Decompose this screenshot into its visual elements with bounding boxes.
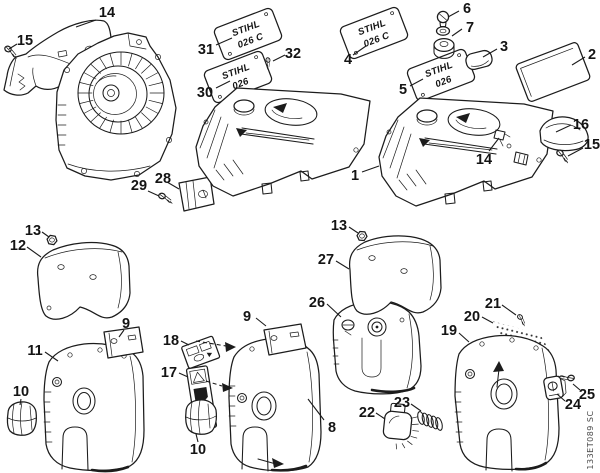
- screw-21-drawing: [514, 313, 529, 327]
- callout-14-top: 14: [99, 5, 115, 21]
- bracket-9-left-details: [108, 332, 137, 357]
- install-arrows-dashed: [195, 340, 236, 392]
- sticker-5-drawing: STIHL 026: [406, 48, 476, 102]
- callout-17: 17: [161, 365, 177, 381]
- callout-29: 29: [131, 178, 147, 194]
- callout-3: 3: [500, 39, 508, 55]
- callout-27: 27: [318, 252, 334, 268]
- cover-12-details: [44, 248, 123, 311]
- twist-lock-22-drawing: [382, 402, 419, 450]
- fan-housing-drawing: [55, 32, 177, 181]
- sticker-31-drawing: STIHL 026 C: [213, 7, 283, 61]
- callout-23: 23: [394, 395, 410, 411]
- callout-19: 19: [441, 323, 457, 339]
- callout-10-mid: 10: [190, 442, 206, 458]
- lower-cover-middle-right-drawing: [332, 300, 422, 395]
- callout-15-right: 15: [584, 137, 600, 153]
- callout-14-right: 14: [476, 152, 492, 168]
- callout-5: 5: [399, 82, 407, 98]
- latch-24-drawing: [543, 375, 567, 401]
- callout-leader-lines: [8, 10, 586, 443]
- callout-18: 18: [163, 333, 179, 349]
- info-label-18-details: [185, 340, 213, 362]
- grommet-7-drawing: [433, 26, 455, 59]
- callout-15-top: 15: [17, 33, 33, 49]
- shroud-middle-details: [199, 98, 359, 195]
- bracket-9-mid-drawing: [263, 323, 307, 356]
- shroud-middle-drawing: [195, 87, 371, 197]
- latch-26-drawing: [341, 319, 355, 336]
- callout-16: 16: [573, 117, 589, 133]
- callout-22: 22: [359, 405, 375, 421]
- callout-1: 1: [351, 168, 359, 184]
- cover-27-details: [356, 241, 434, 301]
- callout-24: 24: [565, 397, 581, 413]
- callout-20: 20: [464, 309, 480, 325]
- direction-arrow-cover-19: [493, 361, 504, 388]
- callout-13-mid: 13: [331, 218, 347, 234]
- cover-19-drawing: [454, 334, 560, 472]
- callout-31: 31: [198, 42, 214, 58]
- screw-6-drawing: [436, 10, 450, 28]
- callout-30: 30: [197, 85, 213, 101]
- cover-27-drawing: [348, 235, 442, 315]
- shroud-right-drawing: [378, 97, 554, 207]
- screw-29-drawing: [157, 192, 175, 204]
- callout-10-left: 10: [13, 384, 29, 400]
- direction-arrow-cover-8: [257, 458, 284, 468]
- callout-21: 21: [485, 296, 501, 312]
- shroud-right-details: [382, 108, 542, 205]
- cover-8-drawing: [228, 337, 322, 472]
- callout-4: 4: [344, 52, 352, 68]
- callout-9-mid: 9: [243, 309, 251, 325]
- callout-2: 2: [588, 47, 596, 63]
- sticker-4-drawing: STIHL 026 C: [339, 6, 409, 60]
- callout-26: 26: [309, 295, 325, 311]
- bracket-9-mid-details: [268, 330, 300, 354]
- spring-23-drawing: [417, 411, 443, 431]
- callout-9-left: 9: [122, 316, 130, 332]
- callout-6: 6: [463, 1, 471, 17]
- callout-28: 28: [155, 171, 171, 187]
- callout-7: 7: [466, 20, 474, 36]
- callout-32: 32: [285, 46, 301, 62]
- callout-12: 12: [10, 238, 26, 254]
- callout-8: 8: [328, 420, 336, 436]
- clip-14-right-drawing: [493, 129, 512, 149]
- cover-plate-2-drawing: [515, 42, 591, 102]
- deflector-10-mid-drawing: [185, 399, 217, 435]
- cover-12-drawing: [36, 241, 131, 320]
- cover-19-details: [454, 337, 549, 472]
- callout-11: 11: [27, 343, 42, 359]
- bracket-28-details: [185, 180, 208, 210]
- lower-cover-middle-right-details: [332, 313, 416, 394]
- bracket-9-left-drawing: [103, 326, 144, 359]
- cover-11-drawing: [43, 342, 145, 473]
- figure-id-watermark: 133ET089 SC: [586, 410, 595, 469]
- deflector-10-left-drawing: [6, 401, 37, 436]
- info-label-18-drawing: [181, 335, 221, 369]
- cap-3-drawing: [465, 49, 493, 71]
- cover-11-details: [43, 347, 136, 473]
- callout-25: 25: [579, 387, 595, 403]
- bracket-28-drawing: [178, 176, 215, 212]
- nut-13-mid-drawing: [356, 230, 368, 242]
- fan-housing-details: [57, 32, 172, 177]
- callout-13-left: 13: [25, 223, 41, 239]
